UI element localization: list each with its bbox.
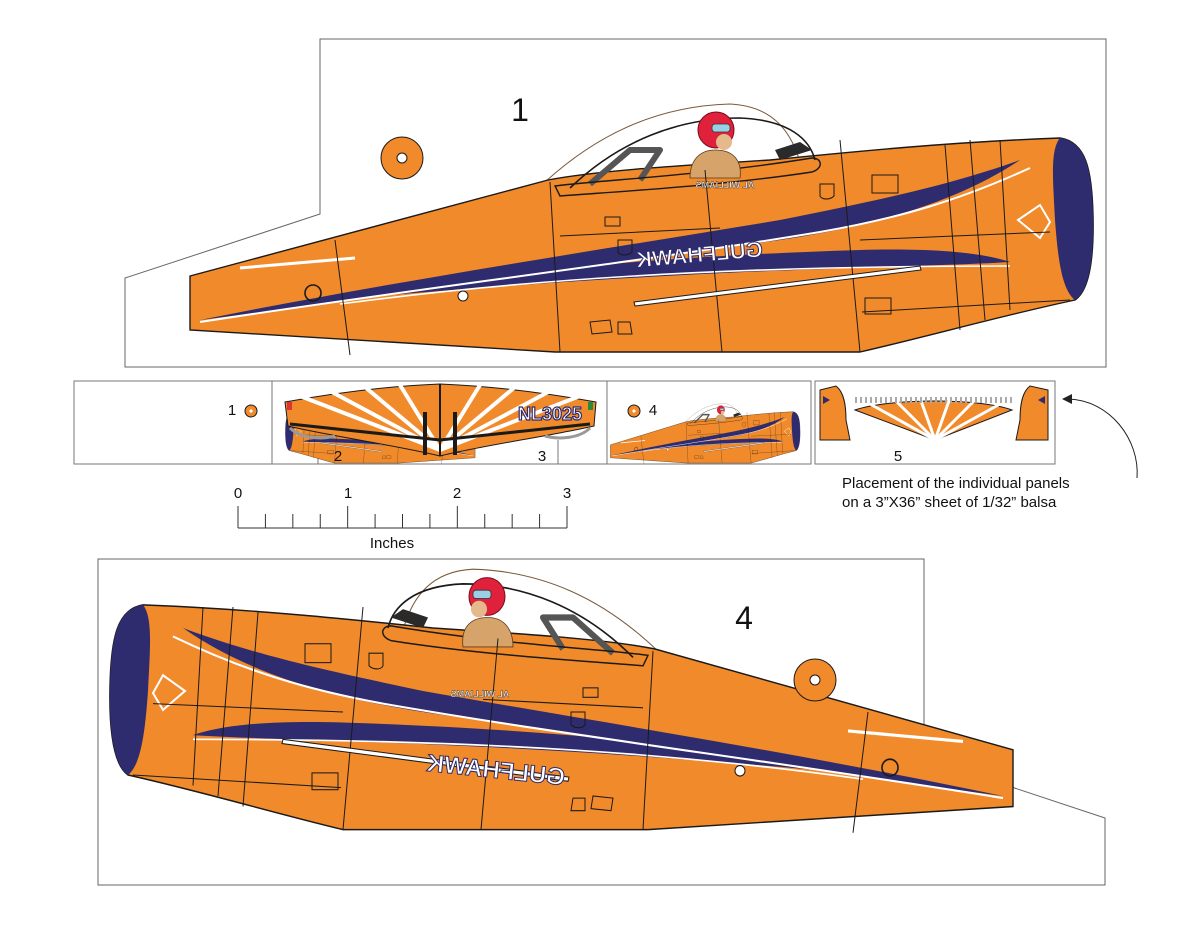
wing-dowel-hole-4 (809, 674, 821, 686)
panel-1-label: 1 (511, 92, 529, 128)
scale-tick-0: 0 (234, 485, 242, 502)
placement-note-line-1: Placement of the individual panels (842, 475, 1070, 492)
scale-tick-1: 1 (344, 485, 352, 502)
fuselage-left-side (110, 569, 1013, 833)
pilot-name-marking-4: AL WILLIAMS (451, 689, 510, 699)
placement-note-line-2: on a 3”X36” sheet of 1/32” balsa (842, 494, 1057, 511)
panel-4-outline (97, 558, 1106, 886)
inch-scale-bar: 0 1 2 3 Inches (234, 485, 571, 552)
pilot-name-marking: AL WILLIAMS (696, 180, 755, 190)
strip-label-4: 4 (649, 402, 657, 419)
arrow-head-icon (1062, 394, 1072, 404)
scale-unit-label: Inches (370, 535, 414, 552)
wing-dowel-hole (396, 152, 408, 164)
scale-tick-2: 2 (453, 485, 461, 502)
panel-4: GULFHAWK AL WILLIAMS 4 (97, 558, 1106, 886)
registration-marking: NL3025 (518, 404, 582, 424)
placement-pointer-arrow (1067, 398, 1138, 479)
panel-4-label: 4 (735, 600, 753, 636)
placement-note: Placement of the individual panels on a … (842, 474, 1142, 512)
strip-label-1: 1 (228, 402, 236, 419)
strip-label-2: 2 (334, 448, 342, 465)
fuselage-right-side (190, 104, 1093, 355)
scale-tick-3: 3 (563, 485, 571, 502)
strip-label-5: 5 (894, 448, 902, 465)
strip-outline (73, 380, 812, 465)
strip-label-3: 3 (538, 448, 546, 465)
panel-1: GULFHAWK AL WILLIAMS 1 (124, 38, 1107, 368)
strip-wing-panels: NL3025 (284, 383, 597, 457)
strip-tail-panel (814, 380, 1056, 465)
panel-1-outline (124, 38, 1107, 368)
placement-strip: 1 NL3025 2 3 (73, 380, 1056, 465)
